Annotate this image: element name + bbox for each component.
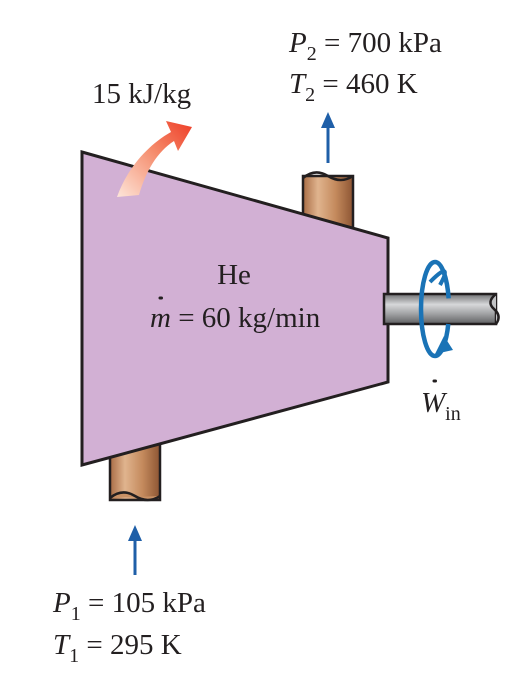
fluid-label: He [217,259,251,291]
compressor-body [80,150,390,467]
heat-arrow-icon [117,121,192,197]
mass-flow-label: m = 60 kg/min [150,296,321,334]
shaft [382,292,500,326]
exit-flow-arrow-icon [321,112,335,163]
inlet-flow-arrow-icon [128,525,142,575]
exit-temperature-label: T2 = 460 K [289,68,418,106]
work-input-label: Win [421,379,461,425]
inlet-temperature-label: T1 = 295 K [53,629,182,667]
heat-label: 15 kJ/kg [92,78,191,110]
svg-text:Win: Win [421,387,461,425]
exit-pressure-label: P2 = 700 kPa [288,27,442,65]
rotation-arrow-icon [418,259,453,359]
svg-text:m = 60 kg/min: m = 60 kg/min [150,302,321,334]
inlet-pressure-label: P1 = 105 kPa [52,587,206,625]
